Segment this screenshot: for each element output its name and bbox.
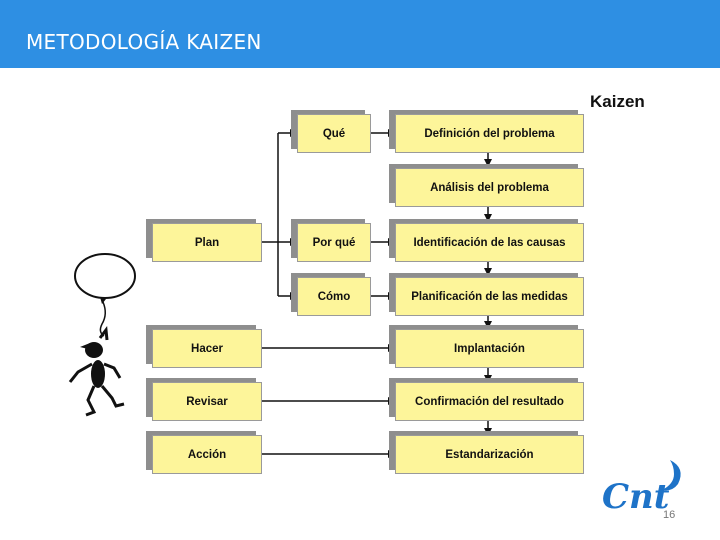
step-identificacion: Identificación de las causas: [395, 223, 584, 262]
step-planificacion: Planificación de las medidas: [395, 277, 584, 316]
phase-hacer: Hacer: [152, 329, 262, 368]
step-definicion: Definición del problema: [395, 114, 584, 153]
stick-figure-balloon-icon: [68, 253, 136, 417]
page-number: 16: [663, 509, 676, 521]
question-como: Cómo: [297, 277, 371, 316]
step-confirmacion: Confirmación del resultado: [395, 382, 584, 421]
step-estandarizacion: Estandarización: [395, 435, 584, 474]
step-implantacion: Implantación: [395, 329, 584, 368]
diagram-title: Kaizen: [590, 92, 645, 111]
question-que: Qué: [297, 114, 371, 153]
slide-title: METODOLOGÍA KAIZEN: [26, 30, 262, 54]
cnt-logo: Cnt: [602, 460, 681, 516]
phase-revisar: Revisar: [152, 382, 262, 421]
step-analisis: Análisis del problema: [395, 168, 584, 207]
phase-accion: Acción: [152, 435, 262, 474]
question-porque: Por qué: [297, 223, 371, 262]
logo-text: Cnt: [602, 477, 670, 516]
title-bar: METODOLOGÍA KAIZEN: [0, 0, 720, 68]
phase-plan: Plan: [152, 223, 262, 262]
